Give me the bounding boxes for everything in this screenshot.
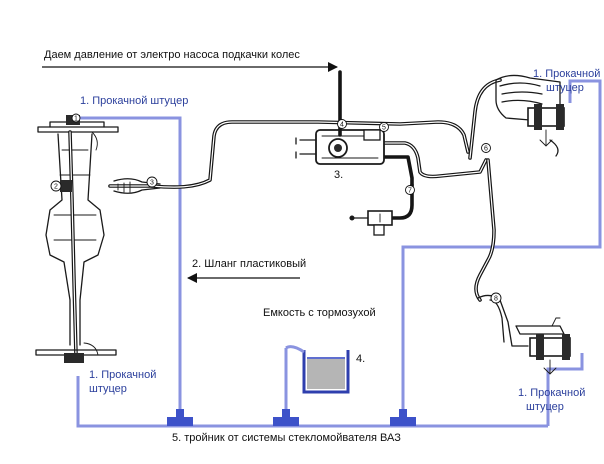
reservoir-number: 4. — [356, 353, 365, 365]
svg-text:6: 6 — [484, 146, 488, 153]
pressure-regulator — [349, 183, 414, 236]
labels: Даем давление от электро насоса подкачки… — [44, 49, 600, 444]
svg-text:1: 1 — [74, 116, 78, 123]
svg-text:2: 2 — [54, 184, 58, 191]
fitting-label-top-left: 1. Прокачной штуцер — [80, 95, 188, 107]
tee-fitting-label: 5. тройник от системы стекломойвателя ВА… — [172, 432, 401, 444]
fitting-label-bottom-left: 1. Прокачной — [89, 369, 156, 381]
master-cylinder — [295, 70, 385, 165]
marker: 6 — [481, 143, 491, 153]
brake-fluid — [307, 359, 345, 389]
fitting-label-top-right-line2: штуцер — [546, 82, 584, 94]
marker: 4 — [337, 119, 347, 129]
flex-hose-left — [113, 178, 161, 185]
fitting-label-bottom-left-line2: штуцер — [89, 383, 127, 395]
marker: 1 — [71, 113, 81, 123]
tee-fitting — [390, 409, 416, 426]
tube-front-right — [401, 79, 602, 419]
tee-fitting — [273, 409, 299, 426]
marker: 3 — [146, 176, 158, 188]
right-front-brake — [495, 74, 565, 157]
tube-rear-right — [546, 353, 584, 426]
svg-text:5: 5 — [382, 125, 386, 132]
svg-text:4: 4 — [340, 122, 344, 129]
marker: 8 — [490, 292, 502, 304]
master-cylinder-number: 3. — [334, 169, 343, 181]
pressure-source-label: Даем давление от электро насоса подкачки… — [44, 49, 300, 61]
svg-text:7: 7 — [408, 188, 412, 195]
marker: 7 — [405, 185, 415, 195]
right-rear-brake — [477, 294, 571, 375]
tube-front-left — [78, 116, 182, 419]
brake-fluid-reservoir — [285, 345, 350, 394]
left-axle-assembly — [35, 115, 161, 363]
reservoir-title: Емкость с тормозухой — [263, 307, 376, 319]
brake-line-regulator — [382, 155, 414, 187]
regulator-line — [390, 183, 414, 220]
plastic-hose-label: 2. Шланг пластиковый — [192, 258, 306, 270]
tee-fitting — [167, 409, 193, 426]
fitting-label-bottom-right: 1. Прокачной — [518, 387, 585, 399]
fitting-label-top-right: 1. Прокачной — [533, 68, 600, 80]
annotation-arrows — [42, 62, 338, 283]
marker: 5 — [379, 122, 389, 132]
marker: 2 — [50, 180, 62, 192]
svg-text:3: 3 — [150, 180, 154, 187]
svg-text:8: 8 — [494, 296, 498, 303]
tee-fittings — [167, 409, 416, 426]
fitting-label-bottom-right-line2: штуцер — [526, 401, 564, 413]
part-markers: 1 2 3 4 5 6 7 8 — [50, 113, 502, 304]
